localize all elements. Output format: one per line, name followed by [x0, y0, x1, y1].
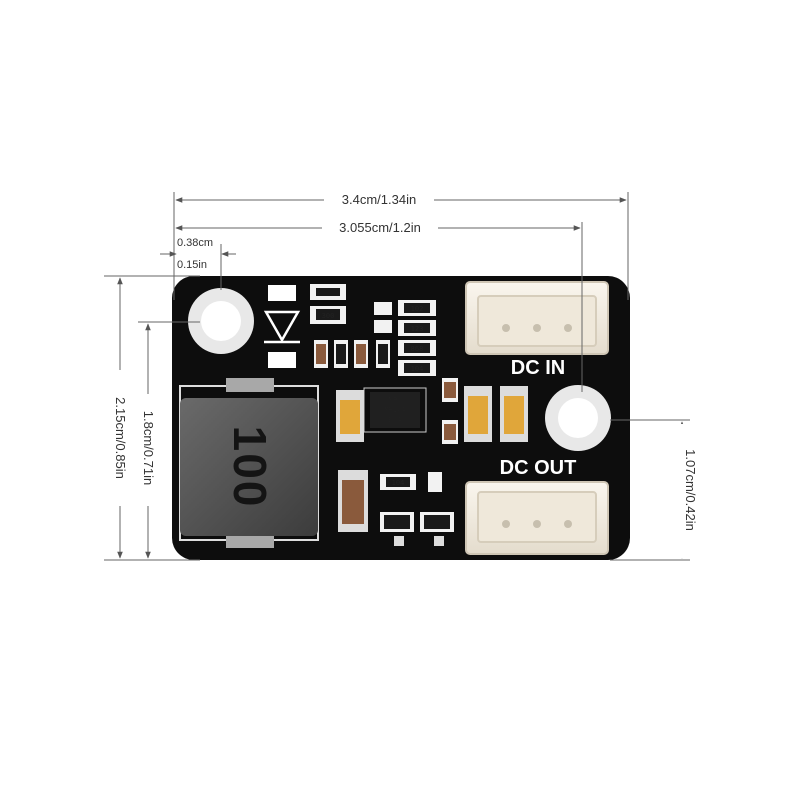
- pcb-board: 100 300 102 123 868 104: [172, 276, 630, 560]
- mounting-hole-right: [545, 385, 611, 451]
- total-width-label: 3.4cm/1.34in: [342, 192, 416, 207]
- svg-text:EY4: EY4: [389, 416, 402, 424]
- regulator-ic: MPS MP1A4 EY4: [363, 387, 427, 433]
- svg-text:102: 102: [411, 305, 424, 313]
- dc-in-label: DC IN: [511, 357, 565, 379]
- mounting-hole-top-left: [188, 288, 254, 354]
- svg-text:MPS: MPS: [389, 396, 402, 404]
- hole-offset-cm-label: 0.38cm: [177, 237, 213, 249]
- svg-text:104: 104: [392, 479, 405, 487]
- dc-out-connector: [465, 481, 609, 555]
- svg-text:104: 104: [411, 365, 424, 373]
- diode-symbol: [263, 285, 301, 368]
- svg-text:868: 868: [411, 345, 424, 353]
- total-height-label: 2.15cm/0.85in: [113, 397, 128, 479]
- svg-text:300: 300: [322, 312, 335, 320]
- hole-spacing-label: 3.055cm/1.2in: [339, 220, 421, 235]
- inductor-marking: 100: [224, 426, 276, 509]
- dc-in-connector: [465, 281, 609, 355]
- resistor-array: 300 102 123 868 104: [310, 284, 436, 376]
- svg-text:123: 123: [411, 325, 424, 333]
- hole-offset-in-label: 0.15in: [177, 259, 207, 271]
- dc-hole-to-bottom-label: 1.07cm/0.42in: [683, 449, 698, 531]
- transistors: 104: [380, 472, 454, 546]
- dc-out-label: DC OUT: [500, 457, 577, 479]
- inductor: 100: [179, 378, 319, 548]
- capacitors: [336, 378, 528, 532]
- hole-to-bottom-label: 1.8cm/0.71in: [141, 411, 156, 485]
- svg-text:MP1A4: MP1A4: [384, 406, 405, 414]
